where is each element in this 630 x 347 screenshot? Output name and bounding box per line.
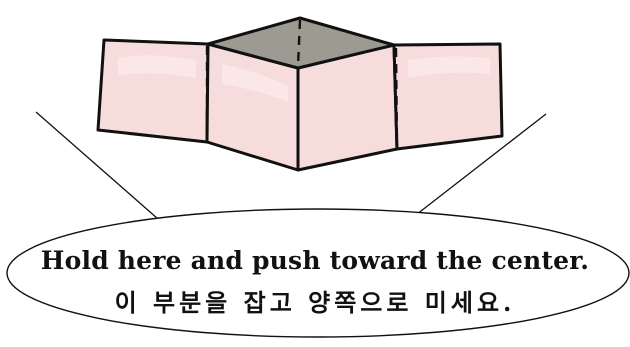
left-flap <box>98 40 208 142</box>
instruction-text-korean: 이 부분을 잡고 양쪽으로 미세요. <box>0 283 630 318</box>
folded-paper-model <box>98 18 502 170</box>
instruction-text-english: Hold here and push toward the center. <box>0 246 630 275</box>
